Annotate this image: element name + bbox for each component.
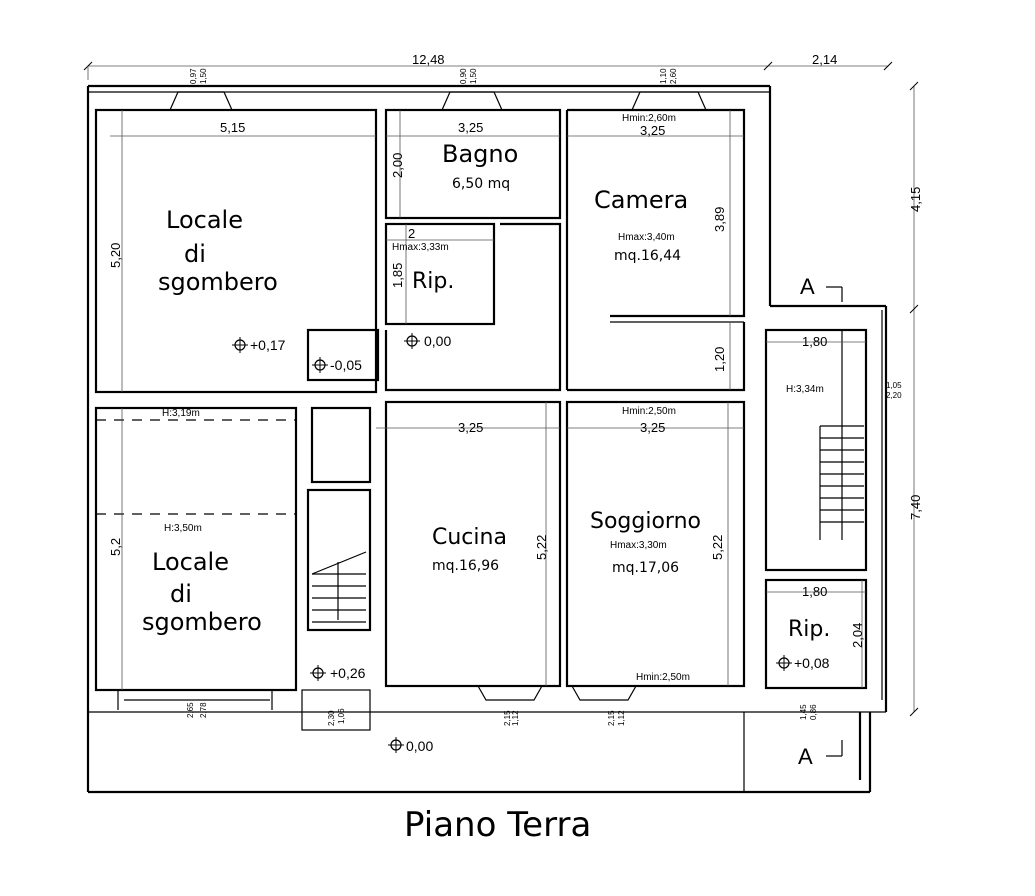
dim-camera-height: 3,89	[712, 207, 727, 232]
dim-locale1-height: 5,20	[108, 243, 123, 268]
interior-dimensions	[110, 110, 866, 690]
rip1-hmax: Hmax:3,33m	[392, 242, 449, 253]
dim-right-bottom-height: 7,40	[908, 495, 923, 520]
level-step: -0,05	[330, 357, 362, 373]
level-stairs: +0,26	[330, 665, 366, 681]
mid-hmin: Hmin:2,50m	[622, 406, 676, 417]
opening-label: 2,30	[327, 710, 336, 726]
windows	[117, 91, 707, 710]
rip2-name: Rip.	[788, 617, 830, 642]
level-marker	[312, 357, 328, 373]
section-marks	[826, 286, 843, 757]
dim-sogg-width: 3,25	[640, 420, 665, 435]
bagno-area: 6,50 mq	[452, 176, 510, 192]
camera-hmin: Hmin:2,60m	[622, 113, 676, 124]
opening-label: 1,12	[617, 710, 626, 726]
opening-label: 1,50	[469, 68, 478, 84]
dim-right-top-height: 4,15	[908, 187, 923, 212]
level-exterior: 0,00	[406, 738, 433, 754]
soggiorno-area: mq.17,06	[612, 560, 679, 576]
dim-camera-width: 3,25	[640, 123, 665, 138]
dim-bagno-width: 3,25	[458, 120, 483, 135]
dim-cucina-width: 3,25	[458, 420, 483, 435]
level-marker	[232, 337, 248, 353]
soggiorno-name: Soggiorno	[590, 509, 701, 534]
level-locale1: +0,17	[250, 337, 286, 353]
section-mark-top: A	[800, 274, 815, 299]
opening-label: 0,90	[459, 68, 468, 84]
opening-label: 2,20	[886, 391, 902, 400]
opening-label: 2,15	[503, 710, 512, 726]
opening-label: 0,86	[809, 704, 818, 720]
dim-bagno-height: 2,00	[390, 153, 405, 178]
dim-scala-width: 1,80	[802, 334, 827, 349]
opening-label: 1,06	[337, 708, 346, 724]
dim-rip1-width: 2	[408, 226, 415, 241]
locale1-name-line3: sgombero	[158, 268, 278, 296]
bottom-hmin: Hmin:2,50m	[636, 672, 690, 683]
camera-area: mq.16,44	[614, 248, 681, 264]
soggiorno-hmax: Hmax:3,30m	[610, 540, 667, 551]
dim-rip1-height: 1,85	[390, 263, 405, 288]
camera-hmax: Hmax:3,40m	[618, 232, 675, 243]
cucina-name: Cucina	[432, 525, 507, 550]
opening-label: 2,78	[199, 702, 208, 718]
dim-rip2-width: 1,80	[802, 584, 827, 599]
outer-dimensions	[83, 61, 919, 717]
page-title: Piano Terra	[404, 805, 591, 845]
locale2-name-line1: Locale	[152, 548, 229, 576]
dim-sogg-height: 5,22	[710, 535, 725, 560]
opening-label: 1,10	[659, 68, 668, 84]
level-marker	[388, 737, 404, 753]
opening-label: 1,50	[199, 68, 208, 84]
dim-cucina-height: 5,22	[534, 535, 549, 560]
stairs-left	[311, 551, 367, 623]
dim-rip2-height: 2,04	[850, 623, 865, 648]
section-mark-bottom: A	[798, 744, 813, 769]
level-rip2: +0,08	[794, 655, 830, 671]
dim-locale2-height: 5,2	[108, 538, 123, 556]
locale2-name-line2: di	[170, 580, 192, 608]
bagno-name: Bagno	[442, 140, 518, 168]
level-marker	[404, 333, 420, 349]
rip1-name: Rip.	[412, 269, 454, 294]
cucina-area: mq.16,96	[432, 558, 499, 574]
locale1-name-line1: Locale	[166, 206, 243, 234]
locale2-name-line3: sgombero	[142, 608, 262, 636]
stairs-right	[819, 330, 864, 540]
level-corridor: 0,00	[424, 333, 451, 349]
opening-label: 2,65	[186, 702, 195, 718]
camera-name: Camera	[594, 186, 688, 214]
level-marker	[776, 655, 792, 671]
opening-label: 1,12	[511, 710, 520, 726]
opening-label: 1,45	[799, 704, 808, 720]
dim-right-width: 2,14	[812, 52, 837, 67]
locale1-name-line2: di	[184, 240, 206, 268]
opening-label: 2,15	[607, 710, 616, 726]
locale2-h1: H:3,19m	[162, 408, 200, 419]
locale2-h2: H:3,50m	[164, 523, 202, 534]
level-markers	[232, 333, 792, 753]
level-marker	[310, 665, 326, 681]
dim-overall-width: 12,48	[412, 52, 445, 67]
dim-locale1-width: 5,15	[220, 120, 245, 135]
opening-label: 0,97	[189, 68, 198, 84]
scala-height: H:3,34m	[786, 384, 824, 395]
opening-label: 1,05	[886, 381, 902, 390]
dim-corridor-height: 1,20	[712, 347, 727, 372]
opening-label: 2,60	[669, 68, 678, 84]
